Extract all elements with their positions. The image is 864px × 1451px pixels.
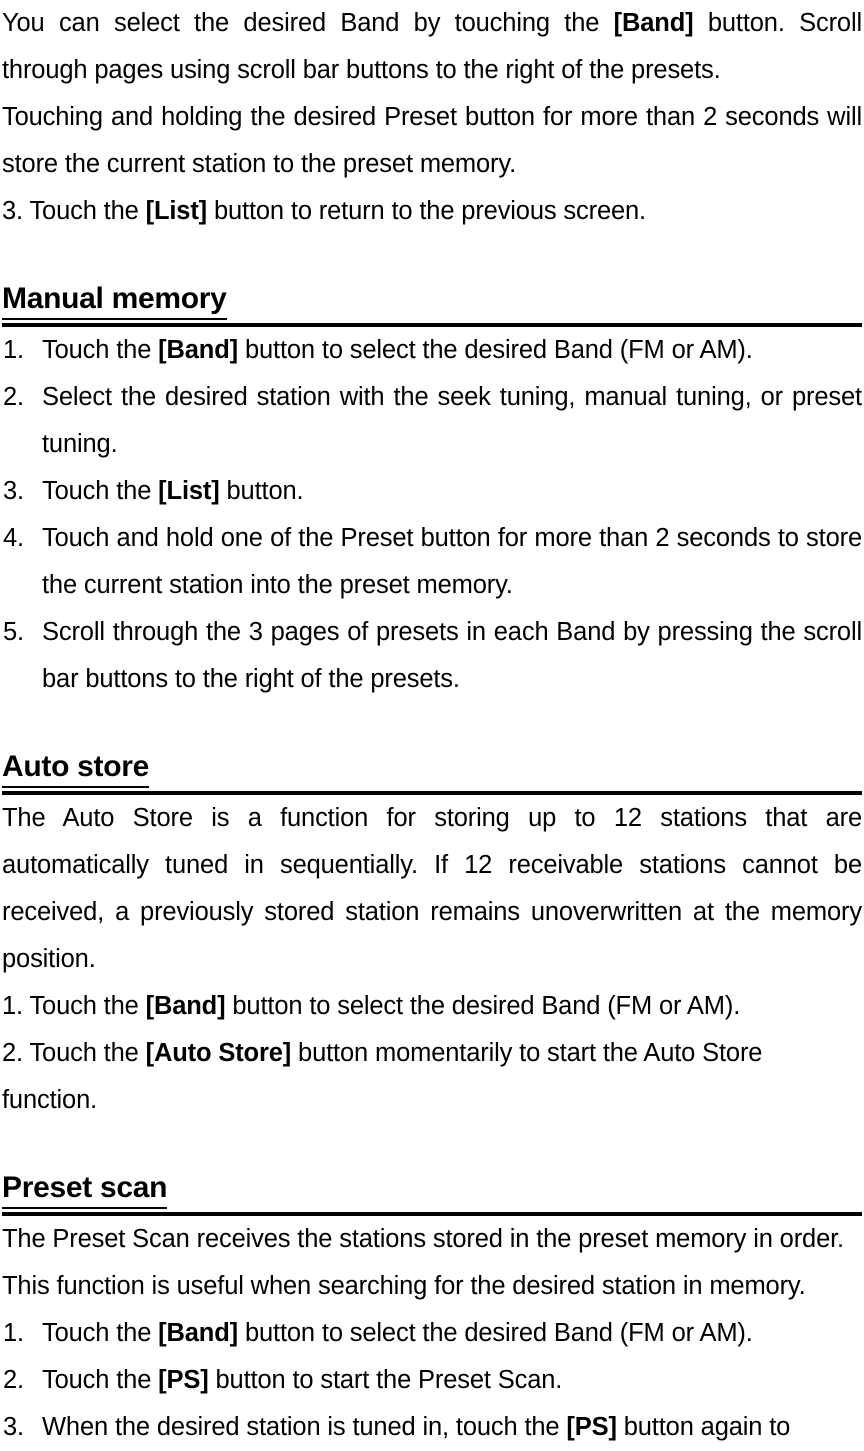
section-heading-rule	[2, 1212, 862, 1216]
paragraph: 3. Touch the [List] button to return to …	[2, 197, 646, 225]
numbered-paragraph: 2. Touch the [Auto Store] button momenta…	[2, 1039, 763, 1114]
emphasis-button-label: [List]	[145, 197, 208, 225]
section-heading-rule	[2, 791, 862, 795]
section-heading-rule	[2, 323, 862, 327]
section-gap	[2, 703, 862, 749]
section-manual-memory: Manual memory 1. Touch the [Band] button…	[2, 281, 862, 703]
list-item: 3. Touch the [List] button.	[2, 468, 862, 515]
list-item: 2. Touch the [PS] button to start the Pr…	[2, 1357, 862, 1404]
list-item-marker: 3.	[3, 1413, 24, 1441]
list-item-text: When the desired station is tuned in, to…	[42, 1413, 791, 1441]
emphasis-button-label: [Band]	[145, 992, 226, 1020]
paragraph: Touching and holding the desired Preset …	[2, 103, 862, 178]
list-item-marker: 3.	[3, 477, 24, 505]
list-item-text: Touch the [PS] button to start the Prese…	[42, 1366, 563, 1394]
list-item-marker: 1.	[3, 336, 24, 364]
numbered-list: 1. Touch the [Band] button to select the…	[2, 1310, 862, 1451]
section-heading-text: Manual memory	[2, 281, 227, 320]
section-heading-text: Preset scan	[2, 1170, 167, 1209]
list-item: 5. Scroll through the 3 pages of presets…	[2, 609, 862, 703]
list-item-text: Touch and hold one of the Preset button …	[42, 524, 862, 599]
emphasis-button-label: [Band]	[613, 9, 694, 37]
emphasis-button-label: [Band]	[158, 1319, 239, 1347]
list-item-text: Touch the [Band] button to select the de…	[42, 336, 753, 364]
list-item: 2. Select the desired station with the s…	[2, 374, 862, 468]
section-heading: Manual memory	[2, 281, 862, 327]
paragraph: The Preset Scan receives the stations st…	[2, 1225, 844, 1253]
list-item-text: Select the desired station with the seek…	[42, 383, 862, 458]
paragraph: This function is useful when searching f…	[2, 1272, 806, 1300]
list-item-text: Touch the [Band] button to select the de…	[42, 1319, 753, 1347]
section-preset-scan: Preset scan The Preset Scan receives the…	[2, 1170, 862, 1451]
list-item-marker: 1.	[3, 1319, 24, 1347]
emphasis-button-label: [PS]	[158, 1366, 209, 1394]
section-heading: Auto store	[2, 749, 862, 795]
list-item: 3. When the desired station is tuned in,…	[2, 1404, 862, 1451]
paragraph: You can select the desired Band by touch…	[2, 9, 862, 84]
list-item-text: Touch the [List] button.	[42, 477, 304, 505]
section-auto-store: Auto store The Auto Store is a function …	[2, 749, 862, 1124]
numbered-list: 1. Touch the [Band] button to select the…	[2, 327, 862, 703]
section-gap	[2, 1124, 862, 1170]
list-item-marker: 2.	[3, 1366, 24, 1394]
list-item: 4. Touch and hold one of the Preset butt…	[2, 515, 862, 609]
emphasis-button-label: [Auto Store]	[145, 1039, 292, 1067]
section-heading: Preset scan	[2, 1170, 862, 1216]
list-item: 1. Touch the [Band] button to select the…	[2, 1310, 862, 1357]
list-item-marker: 4.	[3, 524, 24, 552]
section-gap	[2, 235, 862, 281]
list-item-text: Scroll through the 3 pages of presets in…	[42, 618, 862, 693]
numbered-paragraph: 1. Touch the [Band] button to select the…	[2, 992, 741, 1020]
emphasis-button-label: [List]	[158, 477, 220, 505]
list-item-marker: 5.	[3, 618, 24, 646]
emphasis-button-label: [Band]	[158, 336, 239, 364]
paragraph: The Auto Store is a function for storing…	[2, 804, 862, 973]
section-heading-text: Auto store	[2, 749, 149, 788]
intro-block: You can select the desired Band by touch…	[2, 0, 862, 235]
emphasis-button-label: [PS]	[566, 1413, 617, 1441]
list-item-marker: 2.	[3, 383, 24, 411]
list-item: 1. Touch the [Band] button to select the…	[2, 327, 862, 374]
